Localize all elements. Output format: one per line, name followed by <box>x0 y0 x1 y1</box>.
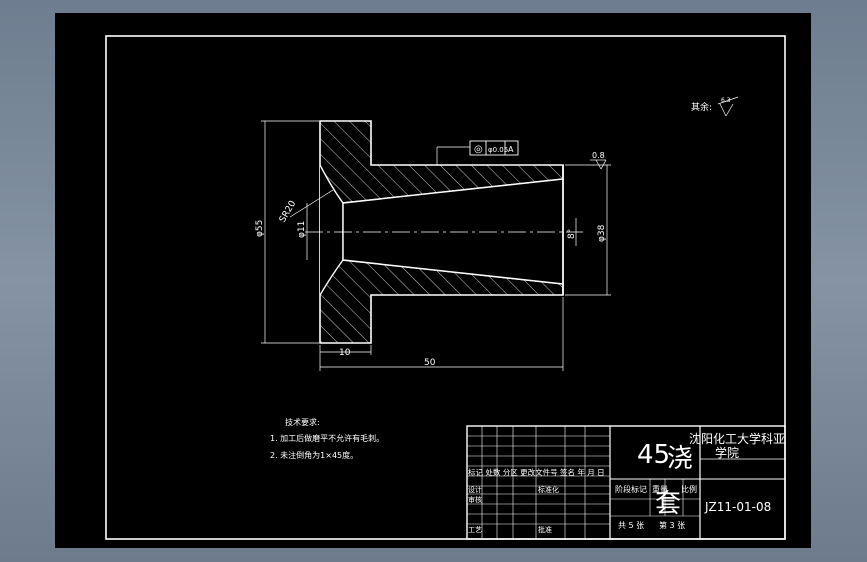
material-label: 45 <box>637 440 670 470</box>
sheet-number: 第 3 张 <box>659 520 685 530</box>
drawing-sheet: ◎ φ0.05 A φ55 φ11 SR20 φ38 8° 10 50 0.8 … <box>55 13 811 548</box>
shank-diameter-label: φ38 <box>597 224 607 242</box>
row-design: 设计 <box>468 485 482 494</box>
datum-label: A <box>508 145 514 154</box>
roughness-label: 其余: <box>691 101 712 113</box>
drawing-number: JZ11-01-08 <box>704 500 771 514</box>
tolerance-symbol: ◎ <box>474 144 483 155</box>
dimension-lines <box>261 96 739 371</box>
tolerance-value: φ0.05 <box>488 146 508 154</box>
flange-diameter-label: φ55 <box>255 220 265 237</box>
overall-length-label: 50 <box>424 358 436 368</box>
revision-header-row: 标记 处数 分区 更改文件号 签名 年 月 日 <box>468 467 605 477</box>
drawing-canvas: ◎ φ0.05 A φ55 φ11 SR20 φ38 8° 10 50 0.8 … <box>105 35 786 540</box>
sphere-radius-label: SR20 <box>278 199 299 225</box>
row-check: 审核 <box>468 495 482 504</box>
scale-label: 比例 <box>681 484 697 494</box>
tech-req-heading: 技术要求: <box>285 417 320 427</box>
tolerance-frame <box>469 140 519 156</box>
sheet-total: 共 5 张 <box>618 521 644 530</box>
bore-small-diameter-label: φ11 <box>297 221 307 238</box>
standardize-label: 标准化 <box>538 485 559 494</box>
part-name-char-1: 浇 <box>667 444 693 474</box>
stage-mark-label: 阶段标记 <box>615 484 647 494</box>
row-craft: 工艺 <box>468 526 482 534</box>
weight-label: 重量 <box>652 484 668 494</box>
drawing-border <box>105 35 786 540</box>
part-name-char-2: 套 <box>655 489 681 519</box>
flange-thickness-label: 10 <box>339 348 351 358</box>
school-name-line-1: 沈阳化工大学科亚 <box>689 431 785 446</box>
surface-finish-label: 0.8 <box>592 151 605 160</box>
tech-req-item-1: 1. 加工后做磨平不允许有毛刺。 <box>270 433 384 443</box>
approve-label: 批准 <box>538 525 552 534</box>
tech-req-item-2: 2. 未注倒角为1×45度。 <box>270 450 358 460</box>
title-block <box>466 425 786 540</box>
roughness-value: 6.3 <box>721 97 731 104</box>
school-name-line-2: 学院 <box>715 445 739 460</box>
bore-angle-label: 8° <box>567 229 577 239</box>
